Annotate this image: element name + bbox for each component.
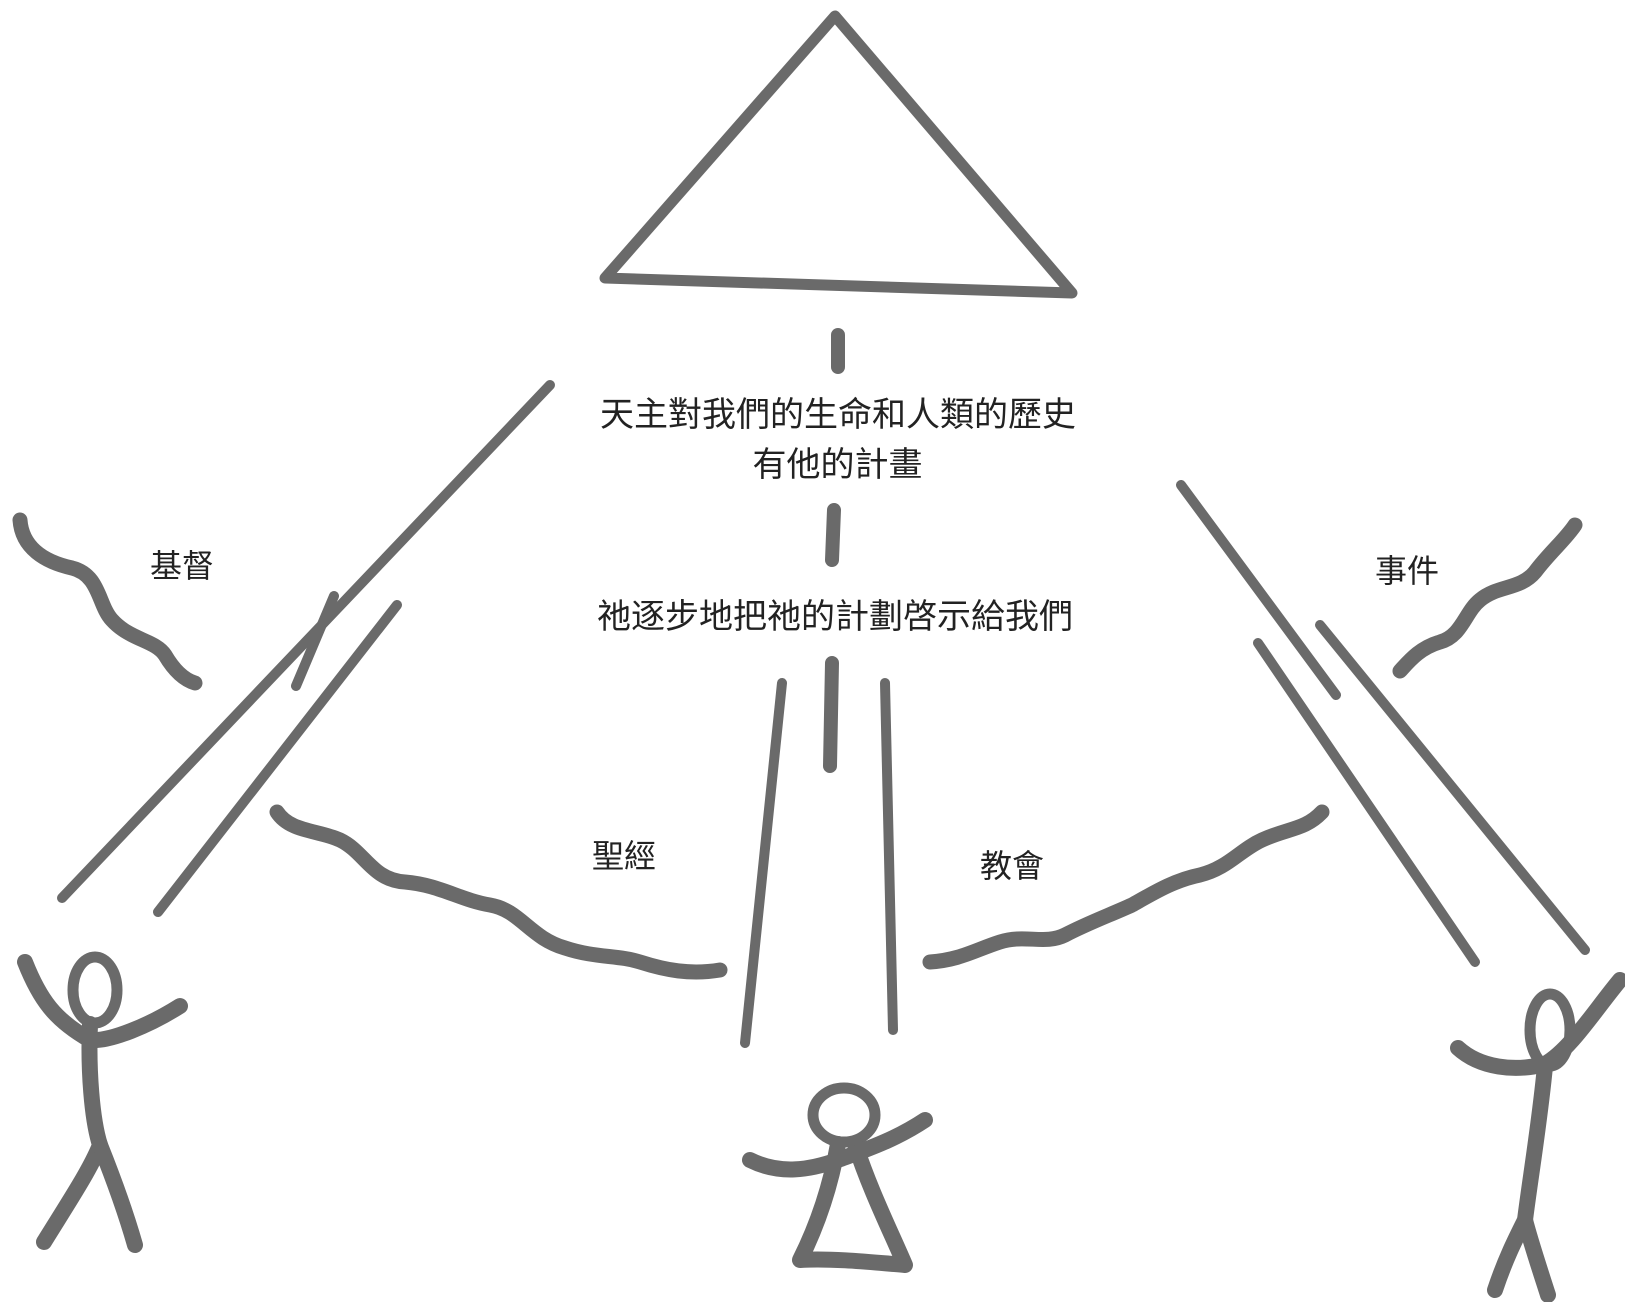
- label-church: 教會: [980, 847, 1045, 885]
- left-ray-dash: [291, 591, 339, 691]
- right-figure-leg-right: [1517, 1212, 1556, 1303]
- middle-ray-left: [740, 678, 787, 1048]
- wave-christ: [12, 512, 203, 691]
- god-triangle: [599, 10, 1078, 299]
- middle-figure-head: [807, 1082, 881, 1148]
- middle-ray-center: [823, 656, 839, 773]
- middle-ray-right: [880, 678, 898, 1035]
- left-ray-outer: [57, 380, 555, 903]
- left-figure-arms: [17, 954, 188, 1049]
- left-figure-leg-right: [92, 1137, 143, 1253]
- right-ray-lower: [1253, 638, 1480, 967]
- middle-figure-arms: [742, 1112, 933, 1178]
- left-figure-body: [36, 1016, 108, 1250]
- label-christ: 基督: [150, 547, 215, 585]
- label-events: 事件: [1375, 552, 1440, 590]
- center-dash-middle: [825, 503, 841, 567]
- left-figure-head: [67, 951, 123, 1029]
- right-ray-outer: [1315, 620, 1590, 955]
- wave-church: [922, 804, 1330, 970]
- right-ray-inner: [1176, 480, 1341, 700]
- wave-scripture: [269, 804, 728, 980]
- reveal-text: 祂逐步地把祂的計劃啓示給我們: [597, 597, 1073, 637]
- right-figure-arms: [1450, 972, 1625, 1076]
- label-scripture: 聖經: [592, 837, 657, 875]
- middle-figure-body: [792, 1136, 913, 1273]
- left-ray-inner: [153, 600, 402, 917]
- right-figure-body: [1487, 1058, 1553, 1298]
- plan-text-line1: 天主對我們的生命和人類的歷史: [600, 395, 1076, 435]
- wave-events: [1392, 517, 1583, 679]
- plan-text-line2: 有他的計畫: [752, 445, 923, 485]
- plan-text: 天主對我們的生命和人類的歷史 有他的計畫: [600, 390, 1076, 490]
